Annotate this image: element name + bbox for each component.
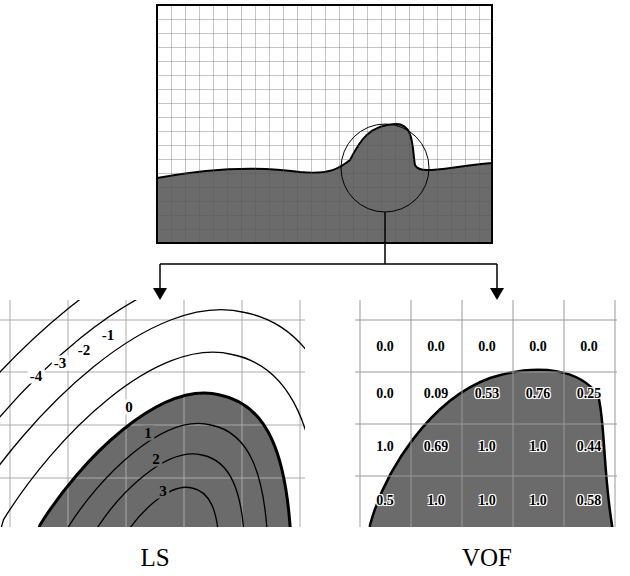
contour-value: 0: [123, 400, 135, 415]
volume-fraction: 0.0: [580, 340, 598, 354]
volume-fraction: 0.0: [478, 340, 496, 354]
liquid-region: [368, 370, 615, 527]
volume-fraction: 0.0: [529, 340, 547, 354]
contour-line: [120, 487, 220, 527]
volume-fraction: 0.44: [577, 440, 602, 454]
level-set-panel: [0, 300, 305, 527]
volume-fraction: 0.0: [376, 340, 394, 354]
contour-line: [59, 424, 269, 527]
contour-value: -3: [52, 356, 69, 371]
volume-fraction: 1.0: [376, 440, 394, 454]
contour-line: [0, 300, 305, 527]
contour-value: 2: [150, 452, 162, 467]
volume-fraction: 1.0: [478, 494, 496, 508]
contour-line: [30, 393, 292, 527]
contour-line: [0, 300, 305, 527]
liquid-region: [30, 393, 292, 527]
zoom-circle: [341, 124, 429, 212]
volume-fraction: 0.0: [427, 340, 445, 354]
volume-fraction: 0.25: [577, 387, 602, 401]
arrow-head: [153, 288, 167, 300]
contour-value: -4: [28, 369, 45, 384]
volume-fraction: 1.0: [478, 440, 496, 454]
contour-line: [0, 310, 305, 527]
panel-caption: LS: [140, 545, 169, 570]
volume-fraction: 0.53: [475, 387, 500, 401]
volume-fraction: 0.58: [577, 494, 602, 508]
contour-line: [88, 454, 245, 527]
volume-fraction: 0.09: [424, 387, 449, 401]
overview-panel: [157, 5, 492, 243]
contour-line: [0, 352, 305, 527]
volume-fraction: 0.76: [526, 387, 551, 401]
contour-value: -1: [100, 328, 117, 343]
panel-caption: VOF: [462, 545, 512, 570]
volume-fraction: 1.0: [427, 494, 445, 508]
volume-fraction: 0.5: [376, 494, 394, 508]
volume-fraction: 1.0: [529, 494, 547, 508]
volume-fraction: 1.0: [529, 440, 547, 454]
vof-panel: [355, 300, 617, 527]
volume-fraction: 0.69: [424, 440, 449, 454]
contour-value: 3: [157, 484, 169, 499]
contour-value: 1: [142, 426, 154, 441]
volume-fraction: 0.0: [376, 387, 394, 401]
arrow-head: [490, 288, 504, 300]
zoom-arrows: [160, 212, 497, 290]
contour-value: -2: [76, 343, 93, 358]
